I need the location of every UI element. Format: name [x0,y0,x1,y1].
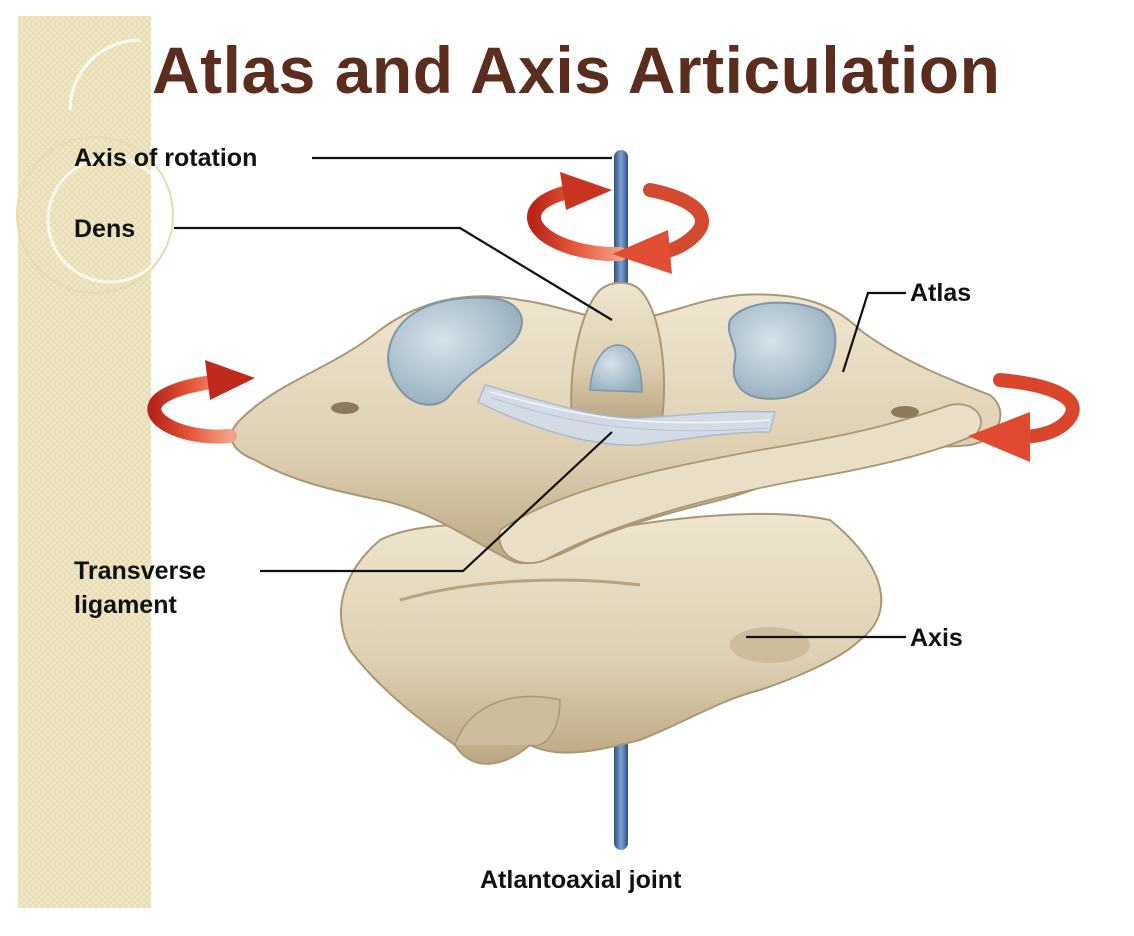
label-axis-of-rotation: Axis of rotation [74,144,258,172]
dens [570,281,665,421]
leader-lines [174,156,906,639]
label-atlas: Atlas [910,279,972,307]
rotation-arrows [147,172,1080,462]
leader-transverse-ligament [260,431,613,573]
transverse-ligament [477,384,776,446]
leader-dens [174,226,613,321]
leader-atlas [841,291,906,373]
axis-vertebra [340,512,883,765]
label-transverse-ligament-line1: Transverse [74,557,207,585]
label-transverse-ligament-line2: ligament [74,591,177,619]
caption-atlantoaxial-joint: Atlantoaxial joint [480,866,682,894]
sidebar-decoration [16,16,174,908]
label-dens: Dens [74,215,136,243]
label-axis: Axis [910,624,963,652]
slide-title: Atlas and Axis Articulation [152,33,1001,107]
